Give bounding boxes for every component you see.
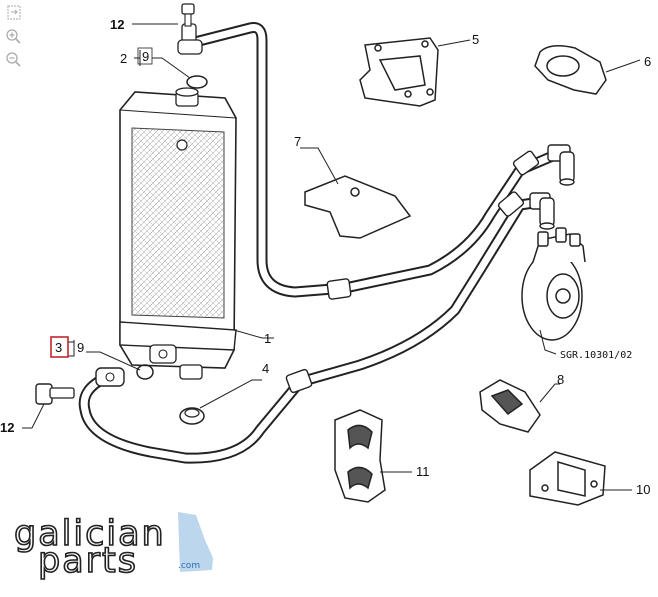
- top-banjo-fitting: [177, 23, 203, 55]
- callout-12-lower: 12: [0, 420, 14, 435]
- lower-banjo-fitting: [95, 367, 125, 387]
- callout-2: 2: [120, 51, 127, 66]
- callout-9-top: 9: [142, 49, 149, 64]
- clamp-pad: [304, 175, 412, 239]
- fit-screen-icon[interactable]: [4, 4, 24, 22]
- callout-3-highlight: [50, 336, 69, 358]
- rubber-grommet: [179, 407, 205, 425]
- pipe-clamp: [479, 379, 541, 433]
- callout-9-lower: 9: [77, 340, 84, 355]
- hose-clip: [534, 45, 607, 95]
- lower-washer: [136, 364, 154, 380]
- svg-text:.com: .com: [178, 561, 200, 571]
- hose-sleeve-upper: [326, 150, 540, 300]
- leader-lines: [22, 23, 641, 491]
- callout-7: 7: [294, 134, 301, 149]
- double-pipe-bracket: [334, 409, 386, 503]
- upper-pipe-fitting: [547, 144, 575, 186]
- upper-return-hose: [189, 22, 561, 298]
- radiator: [119, 87, 237, 380]
- diagram-reference: SGR.10301/02: [560, 350, 632, 361]
- top-banjo-screw: [181, 3, 195, 27]
- svg-text:galician: galician: [14, 514, 166, 554]
- zoom-in-icon[interactable]: [4, 27, 24, 45]
- lower-banjo-screw: [35, 383, 75, 405]
- hose-sleeve-lower: [285, 191, 525, 394]
- support-plate: [529, 451, 606, 506]
- svg-text:parts: parts: [38, 541, 138, 581]
- callout-labels: 12 2 9 1 4 5 6 7 3 9 8 11 10 12 SGR.1030…: [0, 17, 651, 497]
- callout-12-top: 12: [110, 17, 124, 32]
- callout-4: 4: [262, 361, 269, 376]
- callout-10: 10: [636, 482, 650, 497]
- callout-5: 5: [472, 32, 479, 47]
- callout-11: 11: [416, 464, 430, 479]
- callout-3: 3: [55, 340, 62, 355]
- top-washer: [186, 75, 208, 89]
- lower-pipe-fitting: [529, 192, 555, 230]
- mounting-bracket: [359, 37, 439, 107]
- lower-feed-hose: [78, 196, 546, 464]
- galicianparts-logo: galician parts .com: [13, 512, 213, 582]
- callout-1: 1: [264, 331, 271, 346]
- callout-9-top-box: [137, 47, 153, 65]
- zoom-out-icon[interactable]: [4, 50, 24, 68]
- callout-6: 6: [644, 54, 651, 69]
- callout-8: 8: [557, 372, 564, 387]
- oil-cooler: [521, 227, 586, 341]
